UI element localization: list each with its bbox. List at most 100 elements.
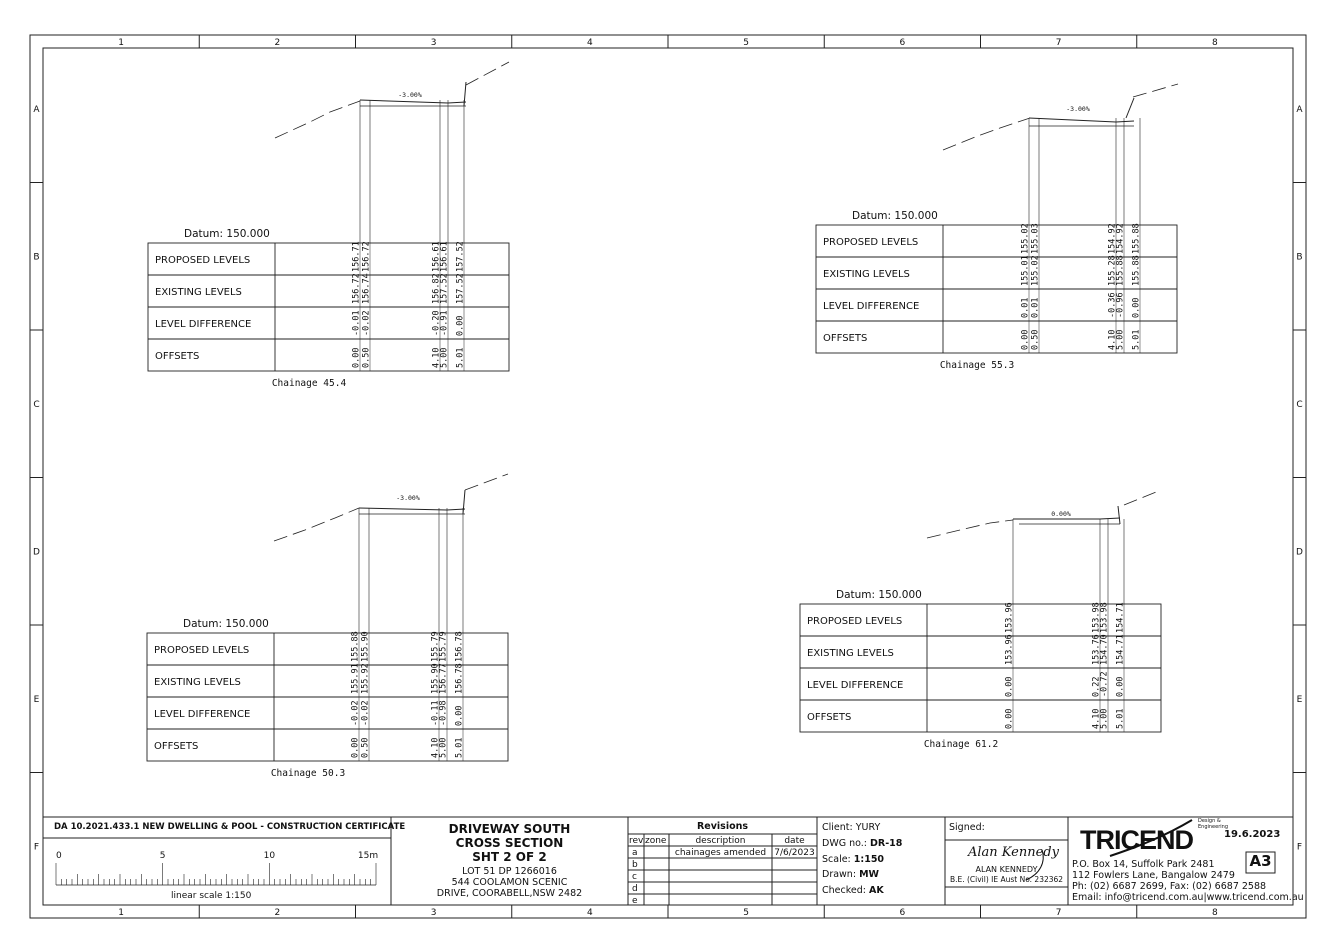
existing-levels-value: 157.52 [456, 273, 466, 304]
existing-levels-value: 153.96 [1005, 634, 1015, 665]
existing-levels-value: 156.74 [362, 273, 372, 304]
grid-col-label-bottom: 1 [118, 908, 124, 918]
logo-swoosh-icon [1109, 819, 1193, 857]
offsets-value: 5.01 [456, 348, 466, 368]
grid-row-label-right: B [1296, 252, 1302, 262]
revision-date: 7/6/2023 [774, 848, 815, 858]
proposed-levels-value: 154.71 [1116, 602, 1126, 633]
grid-col-label-bottom: 3 [431, 908, 437, 918]
signed-label: Signed: [949, 822, 985, 833]
offsets-value: 0.00 [1021, 330, 1031, 350]
proposed-levels-label: PROPOSED LEVELS [807, 616, 902, 627]
grid-col-label-top: 8 [1212, 38, 1218, 48]
revision-rev: c [632, 872, 637, 882]
proposed-levels-value: 154.92 [1108, 223, 1118, 254]
offsets-value: 0.00 [352, 348, 362, 368]
grid-row-label-right: E [1297, 695, 1303, 705]
grid-col-label-top: 4 [587, 38, 593, 48]
offsets-value: 5.00 [439, 738, 449, 758]
scale-field: Scale: 1:150 [822, 854, 884, 865]
existing-levels-value: 153.76 [1092, 634, 1102, 665]
proposed-levels-value: 155.90 [361, 631, 371, 662]
revision-rev: b [632, 860, 638, 870]
contact-line-3: Ph: (02) 6687 2699, Fax: (02) 6687 2588 [1072, 881, 1267, 892]
scale-tick-label: 5 [160, 851, 166, 861]
level-difference-value: -0.98 [439, 700, 449, 726]
grid-col-label-top: 2 [275, 38, 281, 48]
rev-header-zone: zone [645, 836, 667, 846]
grid-col-label-top: 3 [431, 38, 437, 48]
revision-rev: a [632, 848, 638, 858]
project-title: DA 10.2021.433.1 NEW DWELLING & POOL - C… [54, 822, 406, 832]
existing-levels-label: EXISTING LEVELS [823, 269, 910, 280]
existing-levels-value: 156.72 [352, 273, 362, 304]
lot-description: LOT 51 DP 1266016 [462, 866, 557, 877]
level-difference-value: 0.00 [1132, 298, 1142, 318]
existing-surface-line [274, 100, 361, 139]
revisions-title: Revisions [696, 821, 749, 832]
level-difference-value: 0.01 [1021, 298, 1031, 318]
offsets-label: OFFSETS [823, 333, 867, 344]
proposed-levels-value: 156.78 [455, 631, 465, 662]
contact-line-4: Email: info@tricend.com.au|www.tricend.c… [1072, 892, 1304, 903]
offsets-value: 0.50 [362, 348, 372, 368]
drawn-field: Drawn: MW [822, 869, 879, 880]
level-difference-value: -0.02 [351, 700, 361, 726]
datum-label: Datum: 150.000 [852, 210, 938, 222]
existing-levels-value: 155.90 [431, 663, 441, 694]
level-difference-value: -0.02 [361, 700, 371, 726]
existing-levels-value: 157.52 [440, 273, 450, 304]
grade-label: -3.00% [1066, 105, 1090, 113]
existing-surface-line [926, 519, 1014, 539]
signer-credentials: B.E. (Civil) IE Aust No. 232362 [949, 875, 1064, 884]
proposed-levels-value: 157.52 [456, 241, 466, 272]
level-difference-value: -0.20 [432, 310, 442, 336]
retaining-edge-line [1125, 97, 1135, 119]
revision-rev: e [632, 896, 638, 906]
issue-date: 19.6.2023 [1224, 829, 1281, 840]
dwg-value: DR-18 [870, 838, 903, 849]
datum-label: Datum: 150.000 [836, 589, 922, 601]
retaining-edge-line [463, 81, 467, 107]
existing-levels-value: 155.02 [1031, 255, 1041, 286]
proposed-levels-label: PROPOSED LEVELS [823, 237, 918, 248]
grid-row-label-left: D [33, 547, 40, 557]
level-difference-value: -0.72 [1100, 671, 1110, 697]
signer-name: ALAN KENNEDY [975, 865, 1038, 874]
existing-surface-line [465, 61, 510, 86]
scale-label: Scale: [822, 854, 851, 865]
grid-col-label-bottom: 7 [1056, 908, 1062, 918]
grid-col-label-bottom: 8 [1212, 908, 1218, 918]
offsets-label: OFFSETS [807, 712, 851, 723]
level-difference-label: LEVEL DIFFERENCE [154, 709, 250, 720]
chainage-label: Chainage 61.2 [924, 739, 998, 750]
level-difference-label: LEVEL DIFFERENCE [155, 319, 251, 330]
offsets-value: 0.50 [361, 738, 371, 758]
inner-border [42, 47, 1294, 906]
grid-col-label-top: 1 [118, 38, 124, 48]
existing-levels-label: EXISTING LEVELS [154, 677, 241, 688]
proposed-levels-value: 155.88 [351, 631, 361, 662]
level-difference-value: -0.11 [431, 700, 441, 726]
existing-levels-value: 155.28 [1108, 255, 1118, 286]
existing-levels-value: 155.88 [1116, 255, 1126, 286]
proposed-surface-line [359, 99, 467, 104]
proposed-levels-value: 155.79 [439, 631, 449, 662]
checked-value: AK [869, 885, 884, 896]
grid-row-label-left: B [33, 252, 39, 262]
proposed-levels-value: 155.79 [431, 631, 441, 662]
level-difference-value: -0.02 [362, 310, 372, 336]
proposed-levels-value: 153.98 [1092, 602, 1102, 633]
logo-tagline: Design & Engineering [1198, 818, 1228, 830]
offsets-value: 5.01 [1116, 709, 1126, 729]
signature-scribble-icon [1025, 849, 1044, 881]
drawing-title-line-3: SHT 2 OF 2 [472, 850, 547, 864]
level-difference-value: 0.01 [1031, 298, 1041, 318]
offsets-value: 5.00 [440, 348, 450, 368]
proposed-surface-line [1013, 517, 1121, 520]
level-difference-value: -0.01 [352, 310, 362, 336]
